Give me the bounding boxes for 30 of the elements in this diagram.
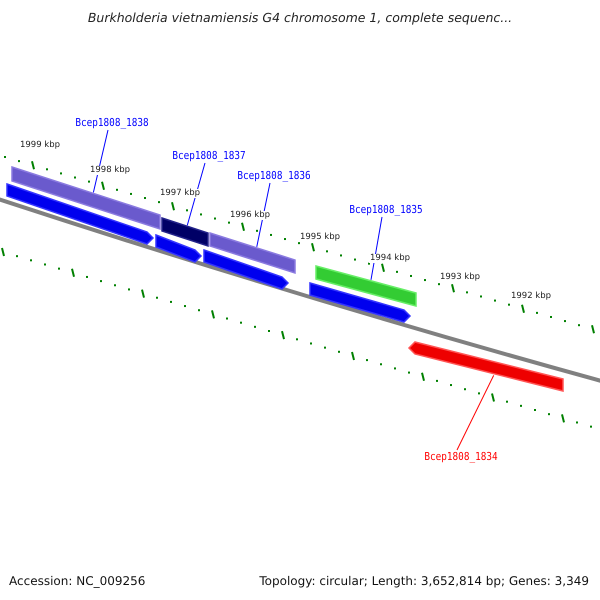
gene-label: Bcep1808_1838: [75, 117, 149, 130]
leader-line: [186, 162, 206, 226]
gene-label: Bcep1808_1837: [172, 150, 246, 162]
scale-label: 1996 kbp: [228, 211, 272, 220]
genome-info-text: Topology: circular; Length: 3,652,814 bp; Genes: 3,349: [259, 575, 589, 588]
gene-label: Bcep1808_1836: [237, 170, 311, 182]
leader-line: [92, 130, 108, 193]
scale-label: 1998 kbp: [88, 166, 132, 176]
gene-bar: [315, 265, 417, 307]
gene-bar: [209, 232, 296, 274]
gene-bar: [161, 216, 209, 248]
gene-label: Bcep1808_1835: [349, 204, 423, 216]
scale-label: 1997 kbp: [158, 189, 202, 198]
gene-bar: [203, 248, 290, 290]
gene-label: Bcep1808_1834: [424, 451, 498, 464]
gene-bar: [155, 234, 202, 263]
leader-line: [370, 216, 382, 280]
gene-bar: [6, 182, 154, 245]
scale-label: 1999 kbp: [18, 141, 62, 150]
accession-text: Accession: NC_009256: [9, 575, 146, 588]
scale-label: 1993 kbp: [438, 273, 482, 282]
scale-label: 1994 kbp: [368, 254, 412, 264]
leader-line: [256, 182, 270, 248]
scale-label: 1992 kbp: [510, 292, 552, 302]
gene-bar: [11, 166, 161, 230]
scale-label: 1995 kbp: [298, 233, 342, 242]
title: Burkholderia vietnamiensis G4 chromosome 1, complete sequenc...: [86, 11, 514, 25]
leader-line: [456, 374, 494, 450]
gene-bar: [408, 341, 564, 392]
gene-bar: [309, 282, 412, 323]
